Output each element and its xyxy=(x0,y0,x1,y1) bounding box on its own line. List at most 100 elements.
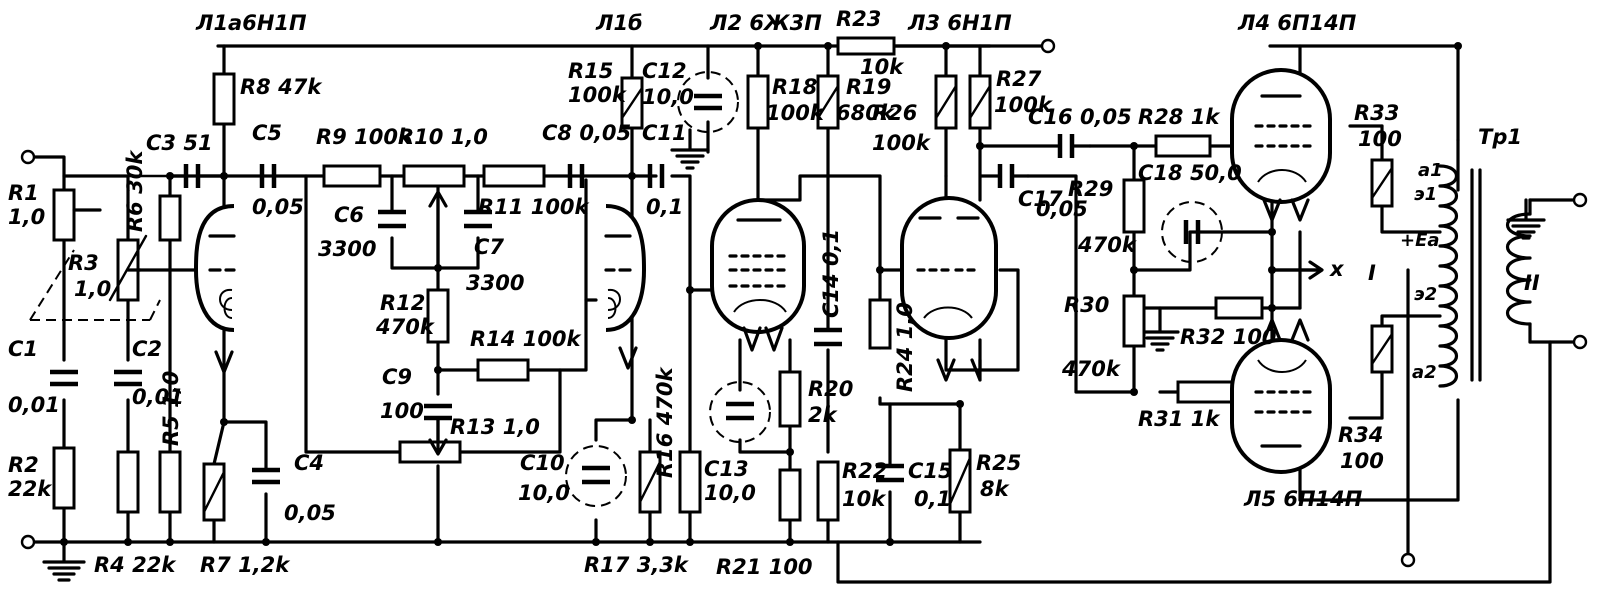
label-r18-name: R18 xyxy=(772,75,817,99)
label-c2-value: 0,01 xyxy=(132,385,184,409)
label-c9-name: C9 xyxy=(382,365,412,389)
label-r15-value: 100k xyxy=(568,83,628,107)
label-r1-name: R1 xyxy=(8,181,39,205)
label-e2: э2 xyxy=(1414,284,1437,305)
resistor-r5 xyxy=(158,450,182,514)
label-secondary: II xyxy=(1524,271,1540,295)
tube-l1b xyxy=(604,204,647,370)
label-r22-value: 10k xyxy=(842,487,887,511)
label-r3-value: 1,0 xyxy=(74,277,111,301)
input-terminal-top xyxy=(20,149,36,165)
label-r8: R8 47k xyxy=(240,75,323,99)
tube-labels: Л1а6Н1П Л1б Л2 6Ж3П Л3 6Н1П Л4 6П14П Л5 … xyxy=(195,11,1363,511)
label-c5-name: C5 xyxy=(252,121,282,145)
tubes xyxy=(193,68,1332,474)
label-primary: I xyxy=(1368,261,1376,285)
label-r20-name: R20 xyxy=(808,377,853,401)
label-r33-name: R33 xyxy=(1354,101,1399,125)
label-c1-value: 0,01 xyxy=(8,393,60,417)
label-r27-name: R27 xyxy=(996,67,1042,91)
output-terminal-bottom xyxy=(1572,334,1588,350)
tube-label-l1b: Л1б xyxy=(595,11,643,35)
label-r24: R24 1,0 xyxy=(893,302,917,392)
tube-label-l3: Л3 6Н1П xyxy=(907,11,1012,35)
label-r4: R4 22k xyxy=(94,553,177,577)
label-c6-value: 3300 xyxy=(318,237,376,261)
label-r34-value: 100 xyxy=(1340,449,1384,473)
label-r28: R28 1k xyxy=(1138,105,1221,129)
label-r30-value: 470k xyxy=(1061,357,1122,381)
node-x-arrow xyxy=(1270,260,1324,280)
label-r25-name: R25 xyxy=(976,451,1021,475)
resistor-r11 xyxy=(482,164,546,188)
label-r9: R9 100k xyxy=(316,125,414,149)
capacitor-c2 xyxy=(114,369,142,387)
resistor-r29 xyxy=(1122,178,1146,234)
label-r17: R17 3,3k xyxy=(584,553,690,577)
resistor-r23 xyxy=(836,36,896,56)
label-r14: R14 100k xyxy=(470,327,583,351)
tube-label-l2: Л2 6Ж3П xyxy=(709,11,822,35)
label-ea: +Ea xyxy=(1400,230,1440,251)
label-node-x: x xyxy=(1329,257,1345,281)
label-r26-name: R26 xyxy=(872,101,917,125)
label-c3: C3 51 xyxy=(146,131,213,155)
resistor-r4 xyxy=(116,450,140,514)
electrolytic-outline-c13 xyxy=(709,381,771,443)
label-c12-value: 10,0 xyxy=(642,85,694,109)
label-r20-value: 2k xyxy=(808,403,839,427)
resistor-r14 xyxy=(476,358,530,382)
label-r26-value: 100k xyxy=(872,131,932,155)
capacitor-c9 xyxy=(424,403,452,421)
label-e1: э1 xyxy=(1414,184,1437,205)
bplus-terminal xyxy=(1040,38,1056,54)
ground-symbol xyxy=(670,128,710,170)
ground-symbol xyxy=(42,540,86,582)
label-r21: R21 100 xyxy=(716,555,813,579)
resistor-r21 xyxy=(778,468,802,522)
label-r10: R10 1,0 xyxy=(398,125,488,149)
label-r23-value: 10k xyxy=(860,55,905,79)
ground-symbol xyxy=(1140,306,1180,352)
resistor-r1 xyxy=(52,188,76,242)
label-r23-name: R23 xyxy=(836,7,881,31)
capacitor-labels: C1 0,01 C2 0,01 C3 51 C4 0,05 C5 0,05 C6… xyxy=(8,59,1242,525)
label-c5-value-dup: 0,05 xyxy=(284,501,336,525)
resistor-r18 xyxy=(746,74,770,130)
label-r19-name: R19 xyxy=(846,75,891,99)
label-r2-name: R2 xyxy=(8,453,39,477)
label-r15-name: R15 xyxy=(568,59,613,83)
label-r31: R31 1k xyxy=(1138,407,1221,431)
label-c14: C14 0,1 xyxy=(819,229,843,318)
resistor-r31 xyxy=(1176,380,1234,404)
label-r18-value: 100k xyxy=(766,101,826,125)
label-c16: C16 0,05 xyxy=(1028,105,1132,129)
label-r5: R5 1,0 xyxy=(159,371,183,446)
label-r30-name: R30 xyxy=(1064,293,1109,317)
capacitor-c12 xyxy=(694,93,722,111)
resistors xyxy=(52,36,1394,522)
capacitor-c16 xyxy=(1057,134,1075,158)
resistor-r28 xyxy=(1154,134,1212,158)
label-c7-value: 3300 xyxy=(466,271,524,295)
label-r34-name: R34 xyxy=(1338,423,1383,447)
resistor-r17 xyxy=(678,450,702,514)
label-r12-name: R12 xyxy=(380,291,425,315)
capacitor-c6 xyxy=(378,209,406,229)
capacitors xyxy=(50,71,1223,507)
label-r19-value: 680k xyxy=(836,101,896,125)
electrolytic-outline-c18 xyxy=(1161,201,1223,263)
terminals xyxy=(20,38,1588,568)
tube-l3 xyxy=(900,196,998,382)
pot-arrows xyxy=(126,190,448,456)
label-c11-value: 0,1 xyxy=(646,195,683,219)
label-r27-value: 100k xyxy=(994,93,1054,117)
resistor-r9 xyxy=(322,164,382,188)
label-r11: R11 100k xyxy=(478,195,591,219)
label-c7-name: C7 xyxy=(474,235,504,259)
resistor-r10 xyxy=(402,164,466,188)
label-r29-name: R29 xyxy=(1068,177,1113,201)
ground-symbols xyxy=(42,128,1546,582)
label-c10-name: C10 xyxy=(520,451,565,475)
